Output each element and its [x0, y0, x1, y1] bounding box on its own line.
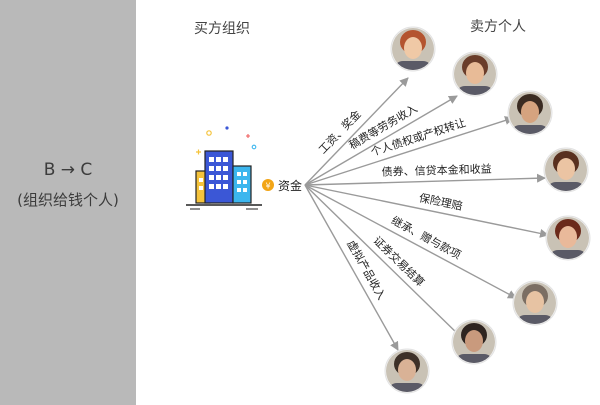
person-avatar [512, 280, 558, 326]
money-label: 资金 [278, 179, 303, 193]
flow-arrow [304, 184, 463, 339]
person-avatar [390, 26, 436, 72]
person-avatar [451, 319, 497, 365]
building-icon [186, 126, 262, 210]
seller-heading: 卖方个人 [470, 19, 526, 35]
flow-direction-subtitle: (组织给钱个人) [17, 191, 119, 209]
person-avatar [507, 90, 553, 136]
person-avatar [452, 51, 498, 97]
side-panel: B → C (组织给钱个人) [0, 0, 136, 405]
flow-arrow [304, 116, 514, 186]
coin-icon: ¥ [262, 179, 274, 191]
person-avatar [384, 348, 430, 394]
flow-direction-title: B → C [43, 160, 93, 180]
person-avatar [543, 147, 589, 193]
flow-arrow [304, 173, 546, 186]
flow-arrow [304, 184, 549, 238]
flow-arrow [304, 95, 458, 186]
flow-arrow [304, 184, 399, 351]
svg-text:¥: ¥ [265, 182, 270, 191]
flow-arrow [304, 184, 517, 299]
person-avatar [545, 215, 591, 261]
flow-arrow [304, 77, 409, 186]
buyer-heading: 买方组织 [194, 21, 250, 37]
flow-label: 债券、信贷本金和收益 [381, 162, 491, 179]
